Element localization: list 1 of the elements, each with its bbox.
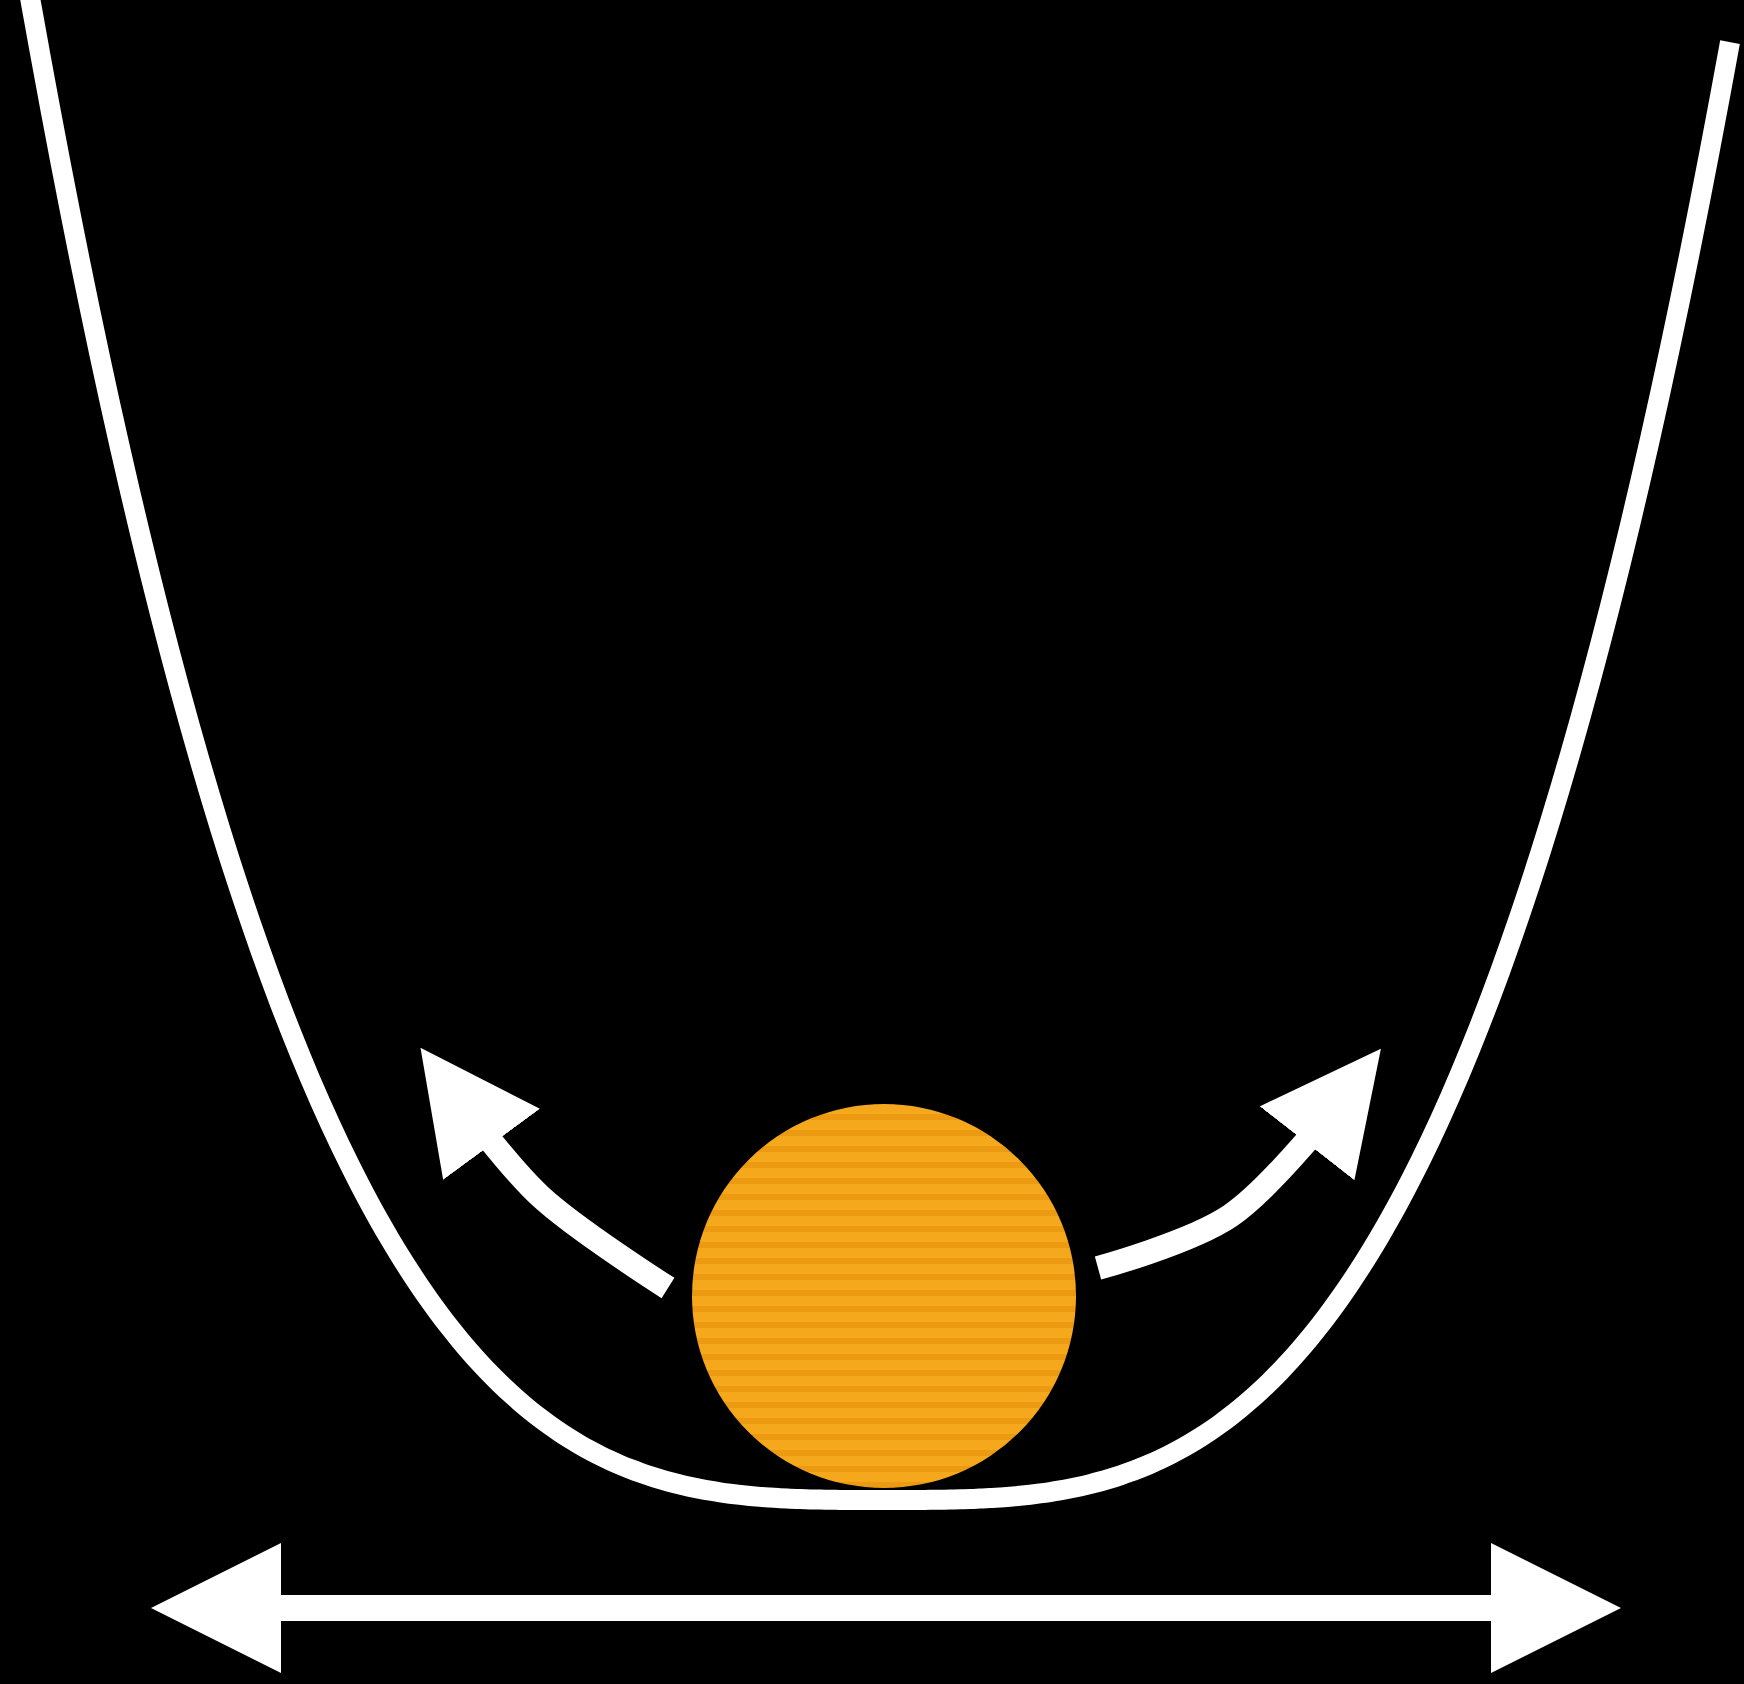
ball bbox=[692, 1104, 1076, 1488]
